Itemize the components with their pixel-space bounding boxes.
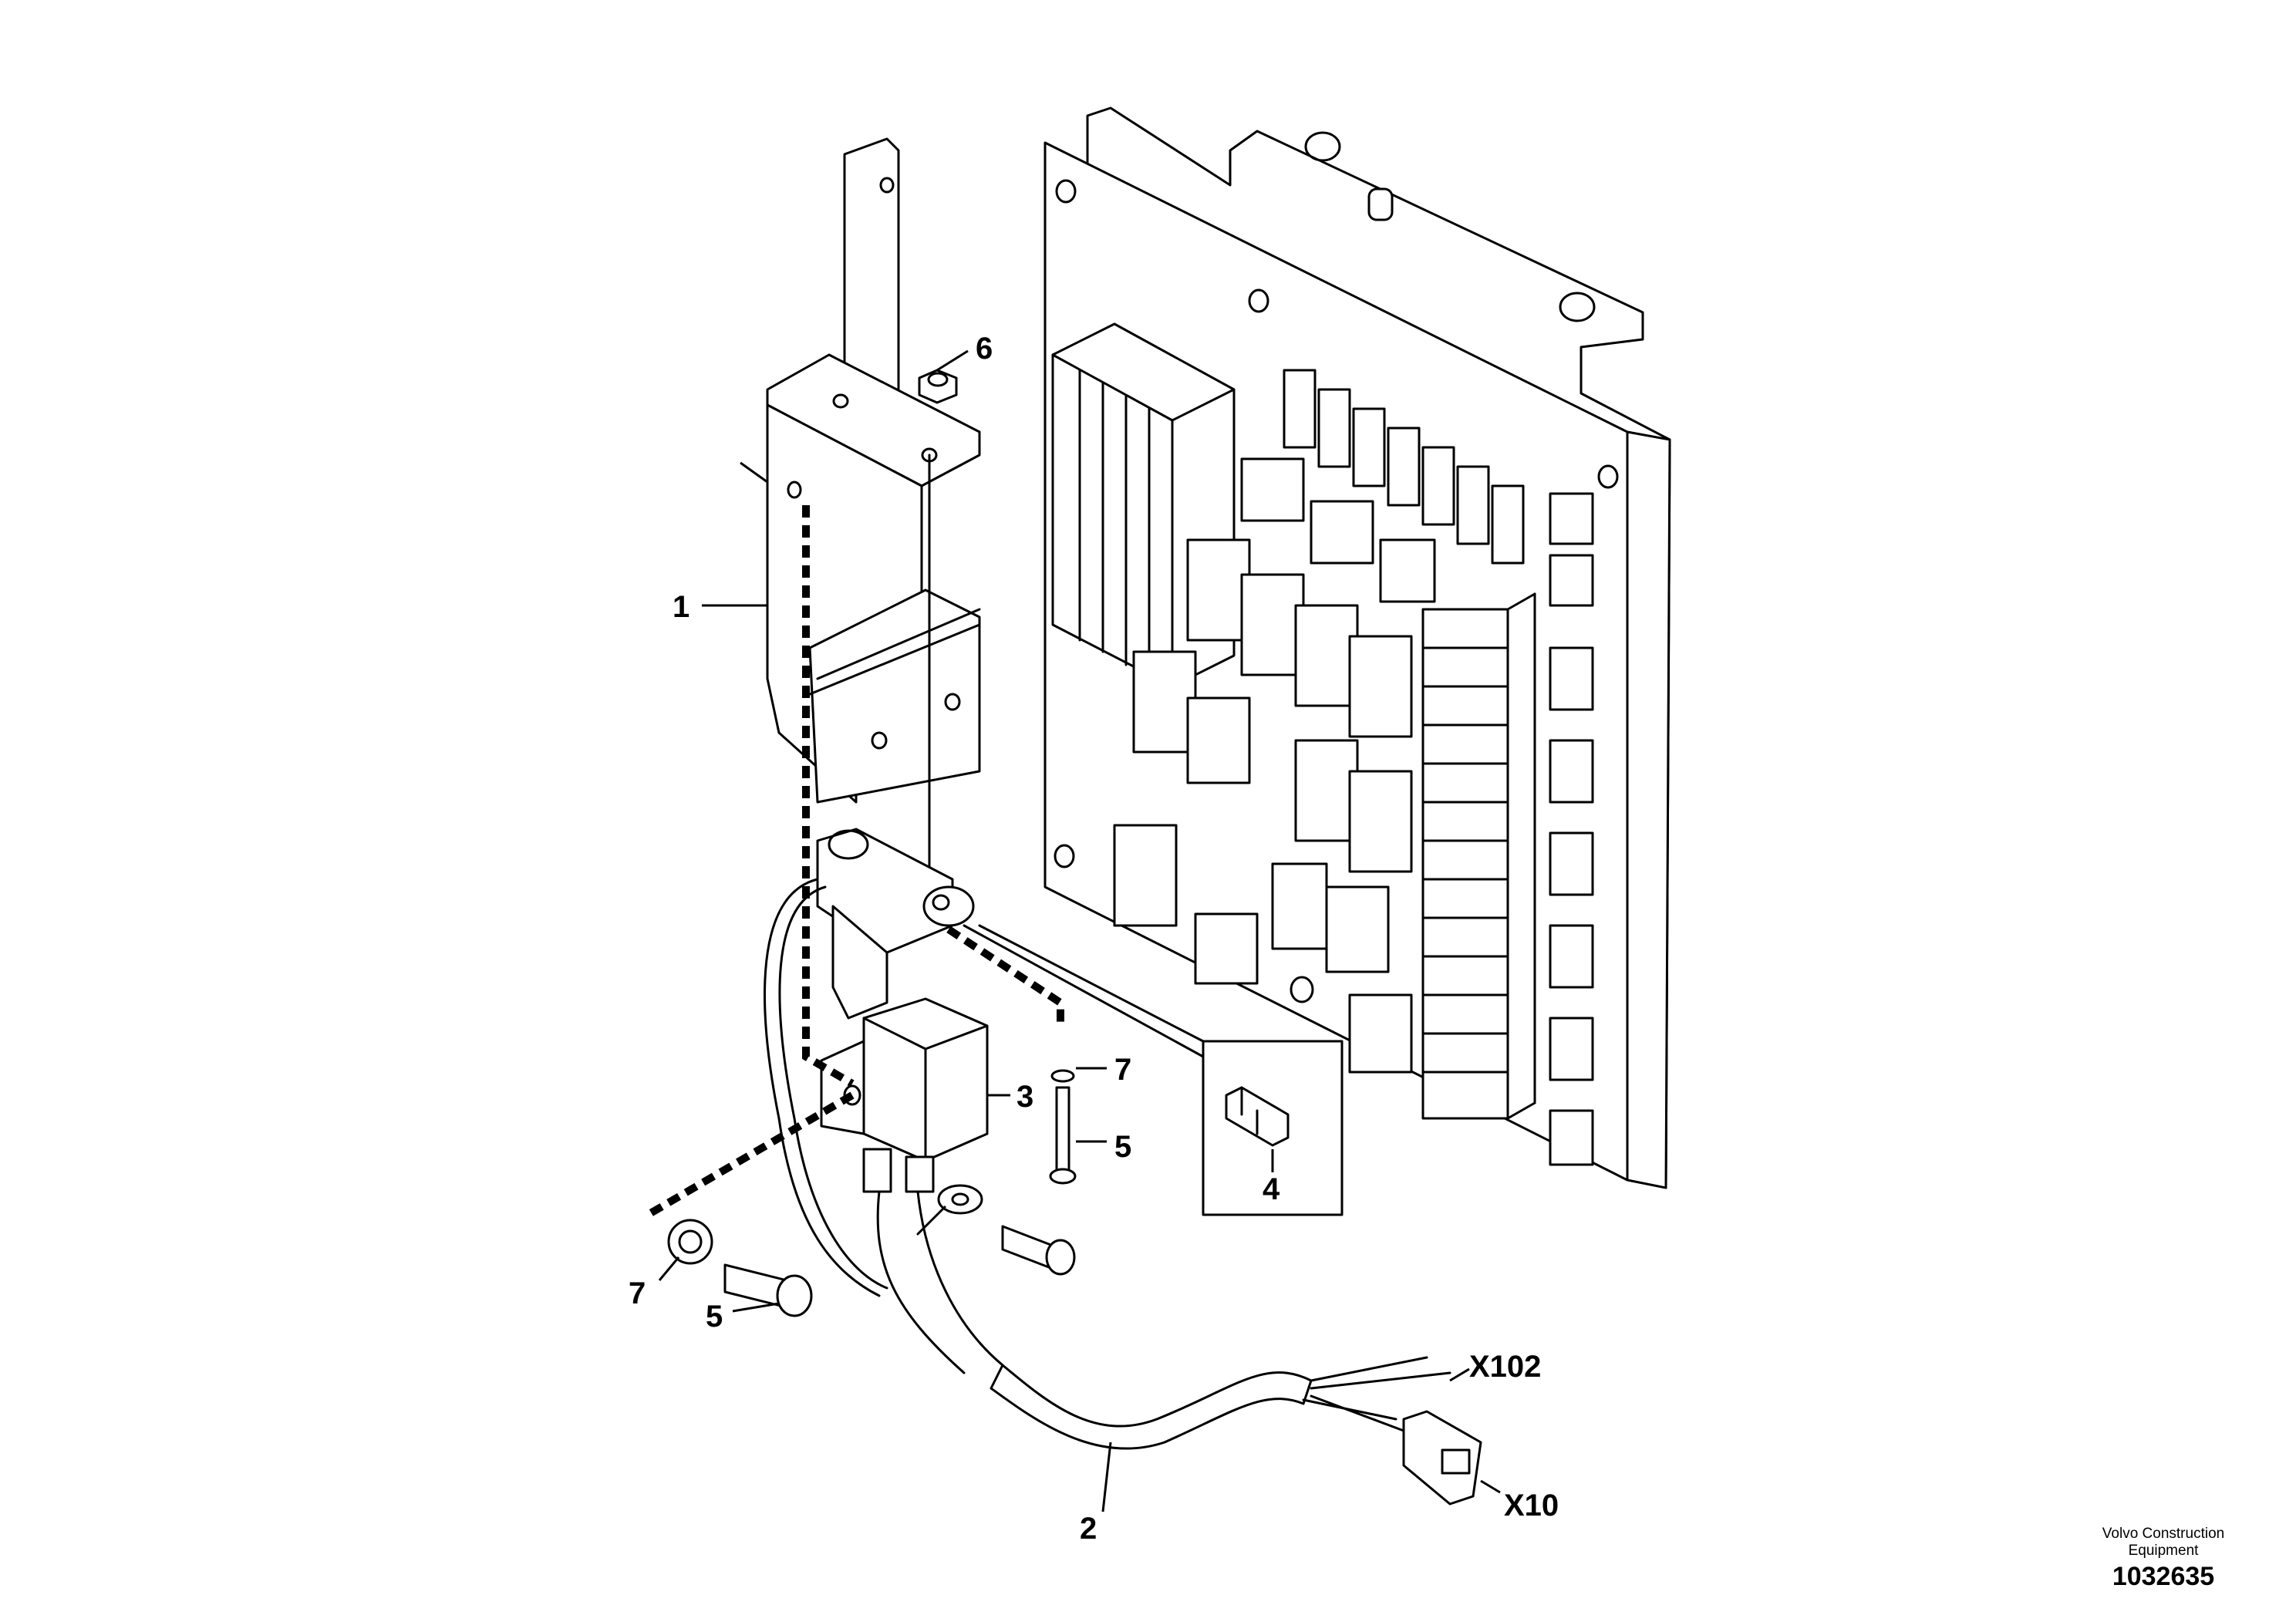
wire-harness: [764, 878, 1482, 1506]
fuse-column: [1421, 592, 1536, 1120]
label-part-3: 3: [1017, 1080, 1033, 1114]
label-part-5-right: 5: [1114, 1130, 1131, 1164]
label-part-1: 1: [673, 590, 689, 624]
company-name: Volvo Construction Equipment: [2036, 1526, 2291, 1560]
label-part-2: 2: [1080, 1512, 1097, 1546]
screw-bottom-right: [1001, 1225, 1076, 1276]
label-part-4: 4: [1263, 1172, 1280, 1206]
drawing-number: 1032635: [2112, 1562, 2215, 1591]
label-part-5-left: 5: [706, 1300, 723, 1334]
company-line-1: Volvo Construction: [2102, 1526, 2225, 1542]
detail-box-part-4: [1202, 1040, 1344, 1216]
label-part-6: 6: [976, 332, 993, 366]
control-board: [1043, 106, 1671, 1189]
label-connector-x10: X10: [1504, 1489, 1559, 1523]
label-connector-x102: X102: [1469, 1350, 1541, 1384]
connector-sockets: [1113, 457, 1436, 1074]
nut: [918, 369, 958, 404]
screw-vertical: [1049, 1069, 1077, 1185]
label-part-7-left: 7: [629, 1276, 646, 1310]
relay-row: [1283, 369, 1525, 565]
bracket: [766, 137, 981, 896]
company-line-2: Equipment: [2128, 1543, 2199, 1559]
label-part-7-right: 7: [1114, 1053, 1131, 1087]
screw-bottom-left: [667, 1219, 813, 1317]
upper-relay: [816, 828, 975, 1020]
